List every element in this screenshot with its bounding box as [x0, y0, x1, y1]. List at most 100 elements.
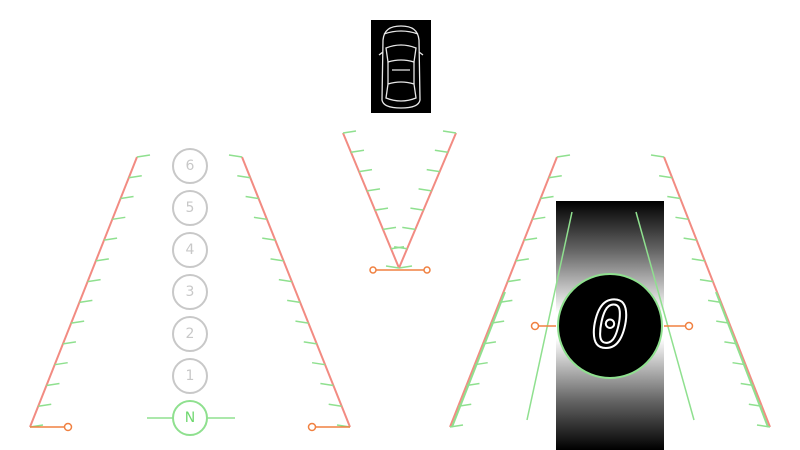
center-right-rail-tick: [410, 207, 424, 211]
center-right-rail-tick: [402, 226, 416, 231]
center-handle-right[interactable]: [423, 266, 431, 274]
gear-label: 6: [186, 158, 195, 174]
gear-label: 3: [186, 284, 195, 300]
left-inner-handle[interactable]: [307, 422, 317, 432]
center-left-rail-tick: [382, 226, 397, 231]
gear-6[interactable]: 6: [172, 148, 208, 184]
right-active-segment-right: [715, 291, 769, 428]
right-outer-rail-right-tick: [691, 258, 705, 262]
center-right-rail-tick: [418, 188, 432, 192]
center-right-rail-tick: [394, 245, 408, 250]
left-outer-rail-tick: [54, 361, 68, 366]
right-speed-rails: [449, 154, 771, 428]
left-outer-rail-tick: [103, 237, 118, 241]
center-left-rail-tick: [350, 149, 365, 154]
left-inner-rail-tick: [270, 258, 284, 262]
right-outer-rail-left-tick: [556, 154, 571, 158]
gear-2[interactable]: 2: [172, 316, 208, 352]
center-right-rail-tick: [434, 149, 448, 154]
panel-guide-right: [635, 211, 695, 421]
right-outer-rail-left-tick: [532, 216, 546, 221]
left-inner-rail-tick: [253, 216, 268, 221]
left-handle[interactable]: [63, 422, 73, 432]
left-inner-rail: [241, 156, 351, 428]
left-outer-rail-tick: [62, 341, 77, 345]
center-left-rail-tick: [358, 168, 373, 173]
gear-label: 5: [186, 200, 195, 216]
center-left-rail: [342, 132, 400, 269]
car-top-view-icon: [371, 20, 431, 113]
left-inner-rail-tick: [237, 175, 251, 179]
left-inner-rail-tick: [320, 382, 334, 387]
center-right-rail-tick: [426, 168, 440, 173]
right-outer-rail-left-tick: [515, 258, 529, 262]
left-inner-rail-tick: [295, 320, 309, 324]
gear-label: 4: [186, 242, 195, 258]
speed-readout-circle: [557, 273, 663, 379]
left-outer-rail-tick: [79, 299, 93, 304]
left-gear-rails: [29, 154, 351, 432]
right-outer-rail-left-tick: [523, 237, 538, 241]
left-outer-rail: [29, 156, 138, 428]
left-inner-rail-tick: [228, 154, 243, 158]
left-outer-rail-tick: [38, 403, 52, 407]
left-outer-rail-tick: [128, 175, 142, 179]
gear-circle: [172, 274, 208, 310]
gear-4[interactable]: 4: [172, 232, 208, 268]
left-outer-rail-tick: [95, 258, 109, 262]
left-inner-rail-tick: [303, 341, 317, 345]
right-outer-rail-right-tick: [659, 175, 673, 179]
gear-circle: [172, 316, 208, 352]
left-inner-rail-tick: [311, 361, 326, 366]
gear-label: N: [185, 410, 195, 426]
gear-5[interactable]: 5: [172, 190, 208, 226]
right-outer-rail-left: [449, 156, 558, 428]
center-left-rail-tick: [398, 265, 413, 269]
right-outer-rail-right-tick: [667, 195, 681, 200]
right-outer-rail-left-tick: [507, 278, 521, 283]
right-outer-rail-right-tick: [675, 216, 689, 221]
gear-N[interactable]: N: [147, 400, 235, 436]
left-outer-rail-tick: [112, 216, 126, 221]
gear-circle: [172, 400, 208, 436]
gear-selector: 6 5 4 3 2 1N: [147, 148, 235, 436]
center-handle-left[interactable]: [369, 266, 377, 274]
gear-circle: [172, 358, 208, 394]
left-outer-rail-tick: [120, 195, 134, 200]
center-right-rail: [398, 132, 457, 269]
speed-readout-digit: 0: [591, 289, 630, 363]
right-outer-rail-left-tick: [548, 175, 562, 179]
center-right-rail-tick: [385, 265, 400, 269]
speed-panel: 0: [526, 201, 695, 450]
center-right-rail-tick: [442, 130, 457, 134]
left-outer-rail-tick: [87, 278, 101, 283]
gear-circle: [172, 190, 208, 226]
speed-handle-left[interactable]: [530, 321, 540, 331]
gear-label: 2: [186, 326, 195, 342]
center-left-rail-tick: [342, 130, 357, 134]
left-outer-rail-tick: [71, 320, 85, 324]
left-inner-rail-tick: [328, 403, 342, 407]
left-inner-rail-tick: [262, 237, 276, 241]
right-outer-rail-left-tick: [540, 195, 554, 200]
left-outer-rail-tick: [136, 154, 151, 158]
right-outer-rail-right-tick: [650, 154, 665, 158]
gear-circle: [172, 148, 208, 184]
gear-circle: [172, 232, 208, 268]
right-outer-rail-right-tick: [683, 237, 697, 241]
left-outer-rail-tick: [46, 382, 60, 387]
left-inner-rail-tick: [287, 299, 301, 304]
panel-guide-left: [526, 211, 573, 421]
center-left-rail-tick: [374, 207, 389, 211]
left-inner-rail-tick: [245, 195, 259, 200]
gear-1[interactable]: 1: [172, 358, 208, 394]
left-inner-rail-tick: [278, 278, 292, 283]
center-v-indicator: [342, 130, 457, 274]
gear-3[interactable]: 3: [172, 274, 208, 310]
center-left-rail-tick: [366, 188, 381, 192]
right-outer-rail-right-tick: [699, 278, 714, 283]
right-active-segment-left: [451, 291, 506, 428]
speed-handle-right[interactable]: [684, 321, 694, 331]
gear-label: 1: [186, 368, 195, 384]
